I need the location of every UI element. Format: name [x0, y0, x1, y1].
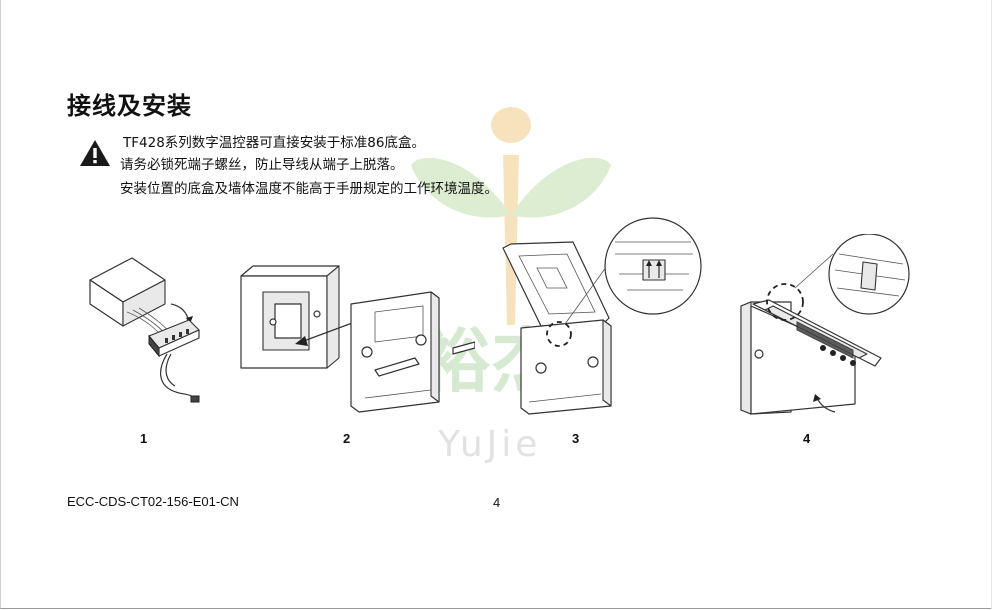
page-number: 4: [493, 495, 501, 510]
watermark-text: YuJie: [438, 424, 542, 465]
figure-1-wiring: [89, 257, 200, 403]
note-line-3: 安装位置的底盒及墙体温度不能高于手册规定的工作环境温度。: [120, 181, 498, 197]
note-line-2: 请务必锁死端子螺丝，防止导线从端子上脱落。: [120, 157, 404, 173]
document-code: ECC-CDS-CT02-156-E01-CN: [67, 494, 239, 509]
figure-2-mount-base: [240, 265, 475, 413]
step-label-4: 4: [803, 431, 811, 446]
figure-3-attach-cover: [502, 217, 702, 415]
step-label-1: 1: [140, 431, 148, 446]
step-label-2: 2: [343, 431, 351, 446]
note-line-1: TF428系列数字温控器可直接安装于标准86底盒。: [123, 135, 425, 151]
section-title: 接线及安装: [67, 92, 192, 120]
step-label-3: 3: [572, 431, 580, 446]
page-edge: [991, 0, 992, 610]
warning-triangle-icon: [80, 140, 110, 166]
yujie-watermark-logo: 裕杰: [411, 107, 611, 402]
figure-4-close-cover: [740, 234, 910, 415]
